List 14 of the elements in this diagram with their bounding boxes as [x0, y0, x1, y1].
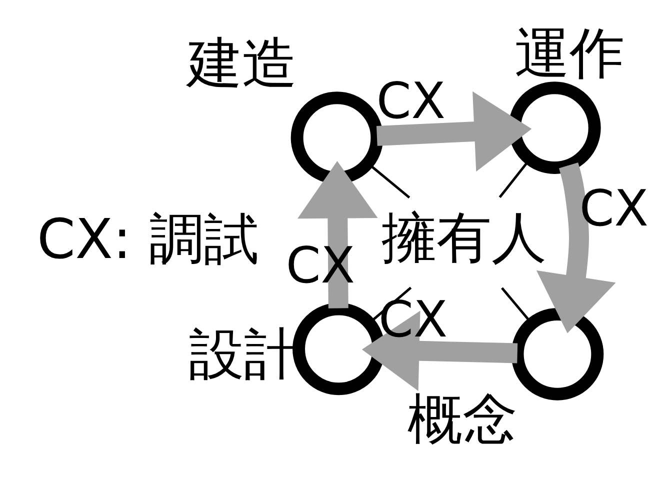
- node-label: 設計: [188, 322, 299, 386]
- edge-label: CX: [579, 179, 648, 238]
- arrow: [536, 162, 616, 334]
- node-text: 擁有人: [381, 206, 546, 270]
- arrow: [298, 160, 378, 308]
- edge-label: CX: [376, 72, 446, 130]
- arrow: [362, 310, 518, 391]
- arrow: [376, 91, 532, 172]
- node-label: 建造: [187, 30, 298, 95]
- edge-label: CX: [286, 236, 355, 295]
- node-label: 運作: [514, 20, 625, 85]
- node-label: 概念: [408, 387, 518, 452]
- node-circle: [508, 82, 601, 174]
- label: CX: 調試: [36, 206, 259, 271]
